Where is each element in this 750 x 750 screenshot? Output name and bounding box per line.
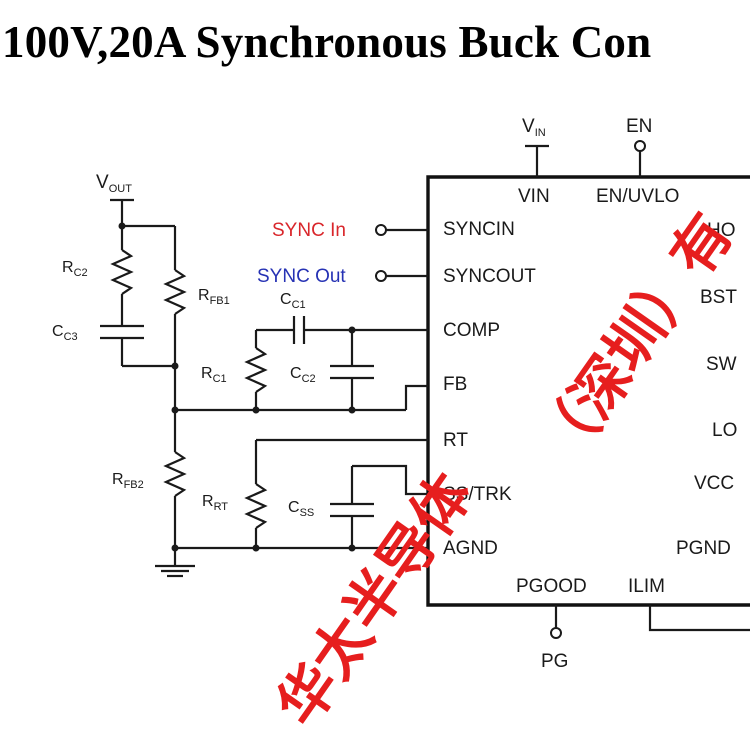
svg-text:CC3: CC3 — [52, 323, 78, 343]
pin-ss-trk: SS/TRK — [443, 484, 512, 505]
en-label: EN — [626, 116, 652, 137]
pin-pgood: PGOOD — [516, 576, 587, 597]
en-terminal: EN — [626, 116, 652, 177]
pin-ilim: ILIM — [628, 576, 665, 597]
svg-text:CSS: CSS — [288, 499, 314, 519]
svg-text:RC2: RC2 — [62, 259, 88, 279]
ground-icon — [155, 548, 195, 578]
pg-label: PG — [541, 651, 568, 672]
svg-text:RFB2: RFB2 — [112, 471, 144, 491]
capacitor-css: CSS — [288, 466, 374, 548]
svg-text:RC1: RC1 — [201, 365, 227, 385]
svg-text:RRT: RRT — [202, 493, 228, 513]
resistor-rc2: RC2 — [62, 226, 134, 326]
page-title: 100V,20A Synchronous Buck Con — [2, 17, 652, 67]
resistor-rrt: RRT — [202, 440, 268, 548]
vin-sub-label: IN — [535, 127, 546, 139]
pin-sw: SW — [706, 354, 737, 375]
vout-label: V — [96, 172, 109, 193]
ic-body — [426, 175, 750, 607]
pin-lo: LO — [712, 420, 737, 441]
pin-vcc: VCC — [694, 473, 734, 494]
sync-out-label: SYNC Out — [257, 266, 346, 287]
svg-text:VIN: VIN — [522, 116, 546, 139]
pin-rt: RT — [443, 430, 468, 451]
sync-out-terminal: SYNC Out — [257, 266, 428, 287]
resistor-rfb2: RFB2 — [112, 410, 187, 548]
pin-fb: FB — [443, 374, 467, 395]
pin-comp: COMP — [443, 320, 500, 341]
pin-pgnd: PGND — [676, 538, 731, 559]
resistor-rc1: RC1 — [201, 330, 268, 410]
ilim-trace — [648, 605, 750, 632]
pin-syncout: SYNCOUT — [443, 266, 536, 287]
sync-in-label: SYNC In — [272, 220, 346, 241]
svg-text:CC2: CC2 — [290, 365, 316, 385]
resistor-rfb1: RFB1 — [163, 226, 230, 410]
pin-ho: HO — [707, 220, 736, 241]
sync-in-terminal: SYNC In — [272, 220, 428, 241]
svg-text:CC1: CC1 — [280, 291, 306, 311]
svg-text:VOUT: VOUT — [96, 172, 132, 195]
vin-label: V — [522, 116, 535, 137]
pg-terminal: PG — [541, 605, 568, 672]
pin-vin: VIN — [518, 186, 550, 207]
capacitor-cc3: CC3 — [52, 323, 144, 366]
pin-bst: BST — [700, 287, 737, 308]
pin-agnd: AGND — [443, 538, 498, 559]
vout-terminal: VOUT — [96, 172, 134, 226]
pin-en-uvlo: EN/UVLO — [596, 186, 679, 207]
vout-sub-label: OUT — [109, 183, 133, 195]
svg-text:RFB1: RFB1 — [198, 287, 230, 307]
capacitor-cc2: CC2 — [290, 330, 374, 410]
capacitor-cc1: CC1 — [256, 291, 352, 344]
pin-syncin: SYNCIN — [443, 219, 515, 240]
vin-terminal: VIN — [522, 116, 549, 177]
